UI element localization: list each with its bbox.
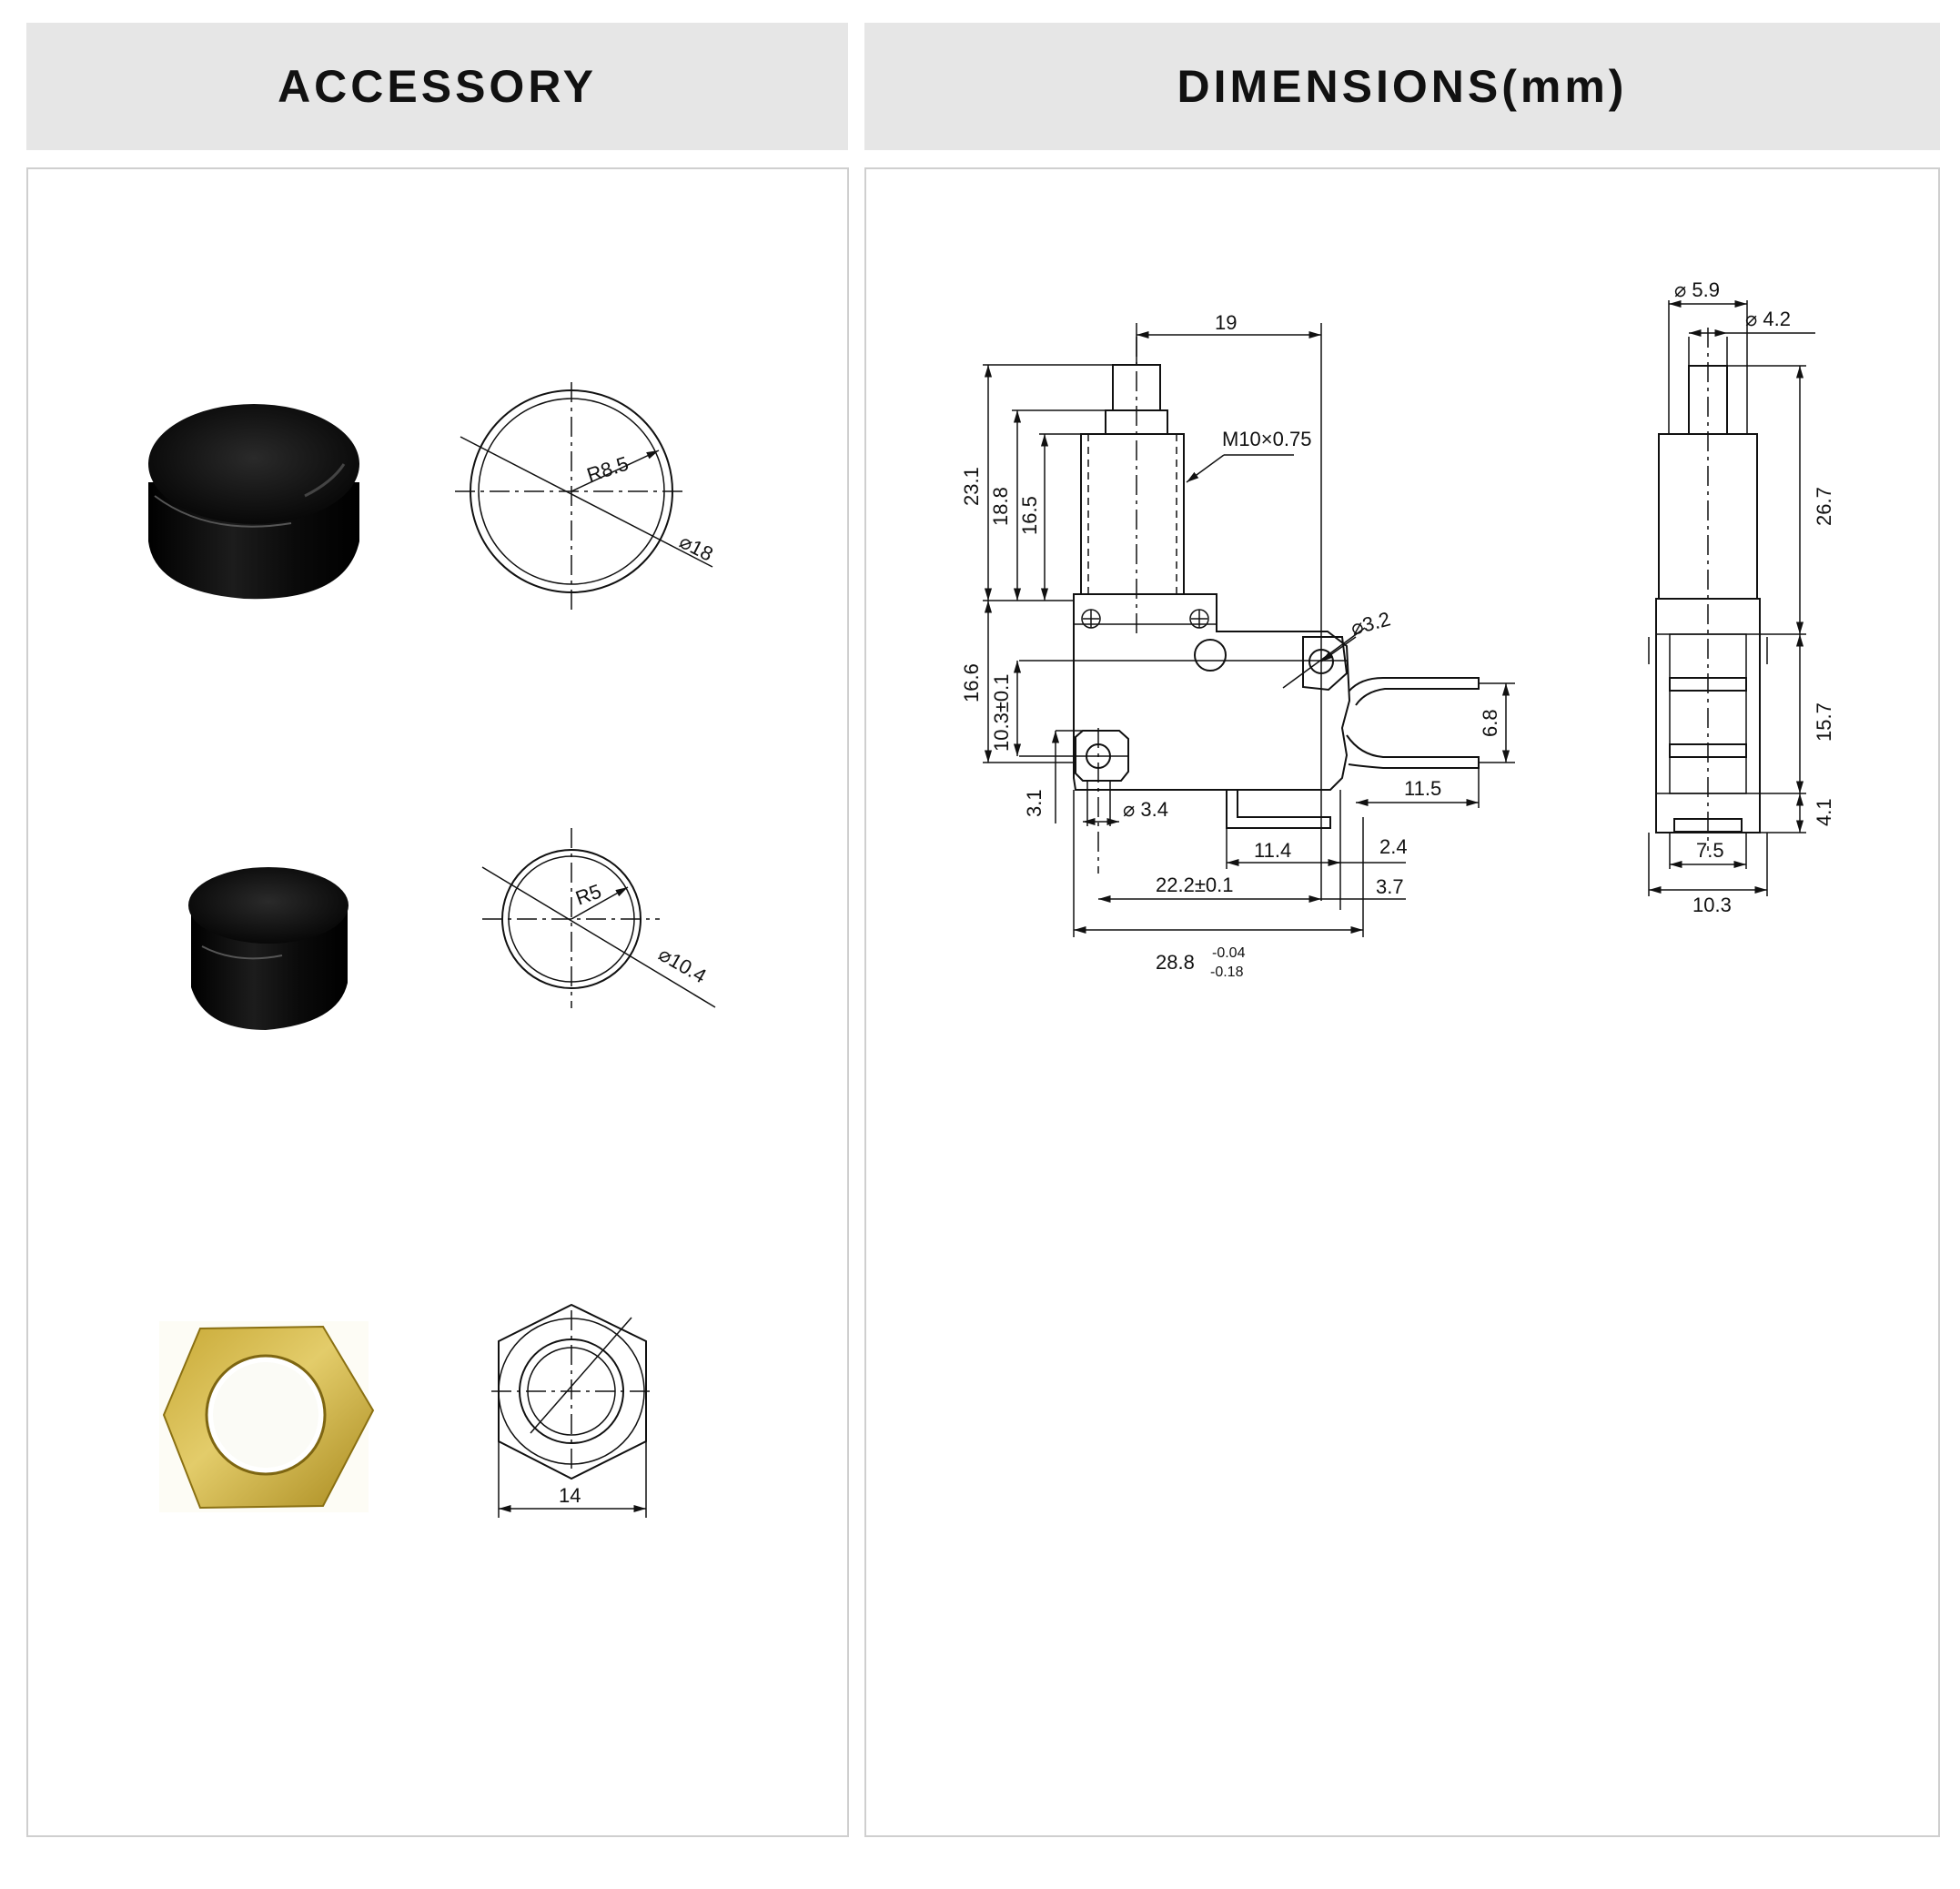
cap-large-radius-label: R8.5 [584,452,631,487]
dim-7-5: 7.5 [1696,839,1724,862]
dim-10-3-side: 10.3 [1692,894,1732,916]
dim-4-2: ⌀ 4.2 [1745,308,1791,330]
cap-small-diameter-label: ⌀10.4 [655,943,711,988]
dim-18-8: 18.8 [989,487,1012,526]
dimensions-title: DIMENSIONS(mm) [1177,61,1628,112]
nut-width-label: 14 [559,1484,581,1507]
cap-large-diameter-label: ⌀18 [676,530,717,565]
dim-11-5: 11.5 [1404,777,1441,800]
nut-photo [159,1321,375,1512]
dim-26-7: 26.7 [1813,487,1835,526]
dim-3-2: ⌀3.2 [1349,607,1393,639]
dim-22-2: 22.2±0.1 [1156,874,1233,896]
dim-3-1: 3.1 [1023,789,1046,817]
dim-thread: M10×0.75 [1222,428,1311,450]
cap-small-drawing: R5 ⌀10.4 [481,828,716,1008]
dim-28-8: 28.8 [1156,951,1195,974]
accessory-header: ACCESSORY [26,23,848,150]
dim-3-7: 3.7 [1376,875,1404,898]
cap-large-photo [148,404,359,600]
dim-28-8-tol-upper: -0.04 [1212,945,1246,961]
dim-6-8: 6.8 [1479,709,1501,737]
dim-4-1: 4.1 [1813,798,1835,826]
dim-23-1: 23.1 [960,467,983,506]
dimensions-header: DIMENSIONS(mm) [864,23,1940,150]
cap-small-radius-label: R5 [572,880,604,910]
cap-large-drawing: R8.5 ⌀18 [455,382,717,610]
dim-11-4: 11.4 [1254,839,1291,862]
side-view-drawing: ⌀ 5.9 ⌀ 4.2 26.7 15.7 4.1 7.5 10.3 [1648,278,1835,916]
dim-10-3: 10.3±0.1 [990,674,1013,752]
accessory-title: ACCESSORY [278,61,597,112]
nut-drawing: 14 [491,1303,653,1518]
dim-15-7: 15.7 [1813,702,1835,742]
dim-3-4: ⌀ 3.4 [1123,798,1168,821]
dim-19: 19 [1215,311,1237,334]
dim-28-8-tol-lower: -0.18 [1210,965,1244,980]
dim-5-9: ⌀ 5.9 [1674,278,1720,301]
front-view-drawing: 19 M10×0.75 23.1 18.8 16.5 16.6 10.3±0.1… [960,311,1515,980]
cap-small-photo [188,867,349,1030]
dim-16-5: 16.5 [1018,496,1041,535]
dim-2-4: 2.4 [1379,835,1408,858]
dim-16-6: 16.6 [960,663,983,702]
